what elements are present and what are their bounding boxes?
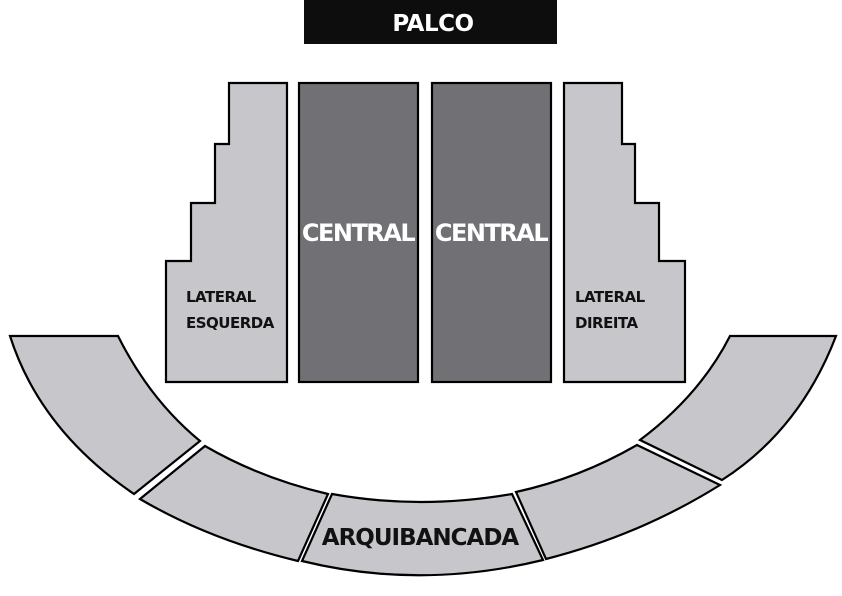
arquibancada-segment-far-left[interactable]	[8, 334, 202, 496]
arquibancada-segment-right[interactable]	[514, 443, 723, 561]
lateral-direita-shape[interactable]	[562, 81, 687, 384]
arquibancada-segment-center[interactable]	[300, 492, 545, 577]
section-lateral-esquerda[interactable]: LATERAL ESQUERDA	[164, 81, 289, 384]
central-right-shape[interactable]	[430, 81, 553, 384]
arquibancada-segment-left[interactable]	[138, 444, 330, 563]
section-lateral-direita[interactable]: LATERAL DIREITA	[562, 81, 687, 384]
central-left-shape[interactable]	[297, 81, 420, 384]
arquibancada-segment-far-right[interactable]	[637, 334, 838, 482]
section-central-right[interactable]: CENTRAL	[430, 81, 553, 384]
section-central-left[interactable]: CENTRAL	[297, 81, 420, 384]
stage: PALCO	[304, 0, 557, 44]
stage-block	[304, 0, 557, 44]
section-arquibancada[interactable]: ARQUIBANCADA	[8, 334, 838, 577]
lateral-esquerda-shape[interactable]	[164, 81, 289, 384]
